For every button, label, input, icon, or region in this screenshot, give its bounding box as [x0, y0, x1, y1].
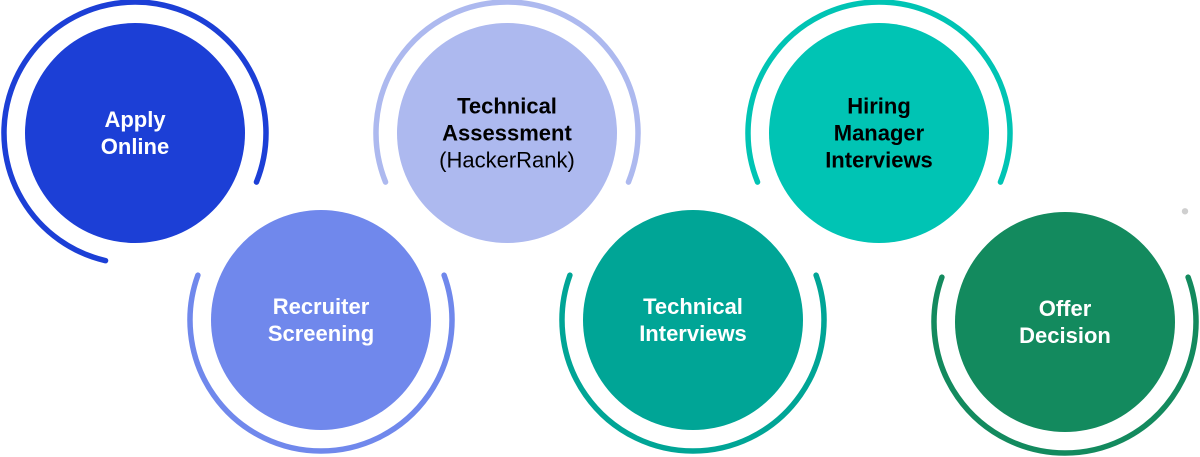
step-label-line: Decision [1019, 323, 1111, 348]
step-circle [397, 23, 617, 243]
step-ring-arc [559, 272, 827, 454]
step-4 [559, 210, 827, 454]
step-circle [955, 212, 1175, 432]
step-label-line: Interviews [639, 321, 747, 346]
step-circle [769, 23, 989, 243]
step-ring-arc [187, 272, 455, 454]
step-label-line: Assessment [442, 120, 572, 146]
step-circle [583, 210, 803, 430]
step-circle [25, 23, 245, 243]
step-ring-arc [931, 274, 1199, 456]
step-3 [373, 0, 641, 243]
step-ring-arc [1, 0, 269, 264]
step-label-line: Manager [833, 120, 925, 146]
step-label-line: Screening [267, 321, 375, 346]
step-label-line: Recruiter [272, 294, 370, 319]
step-2 [187, 210, 455, 454]
step-1 [1, 0, 269, 264]
step-label-line: Hiring [847, 93, 911, 119]
step-sublabel: (HackerRank) [439, 147, 575, 173]
step-6 [931, 212, 1199, 456]
step-label-line: Interviews [825, 147, 933, 173]
step-5 [745, 0, 1013, 243]
connector-dot [1181, 208, 1189, 215]
step-label-line: Technical [643, 294, 743, 319]
step-circle [211, 210, 431, 430]
step-label-line: Technical [457, 93, 557, 119]
step-label-line: Online [100, 134, 170, 159]
step-label-line: Apply [104, 107, 166, 132]
step-ring-arc [745, 0, 1013, 185]
step-label-line: Offer [1038, 296, 1092, 321]
step-ring-arc [373, 0, 641, 185]
